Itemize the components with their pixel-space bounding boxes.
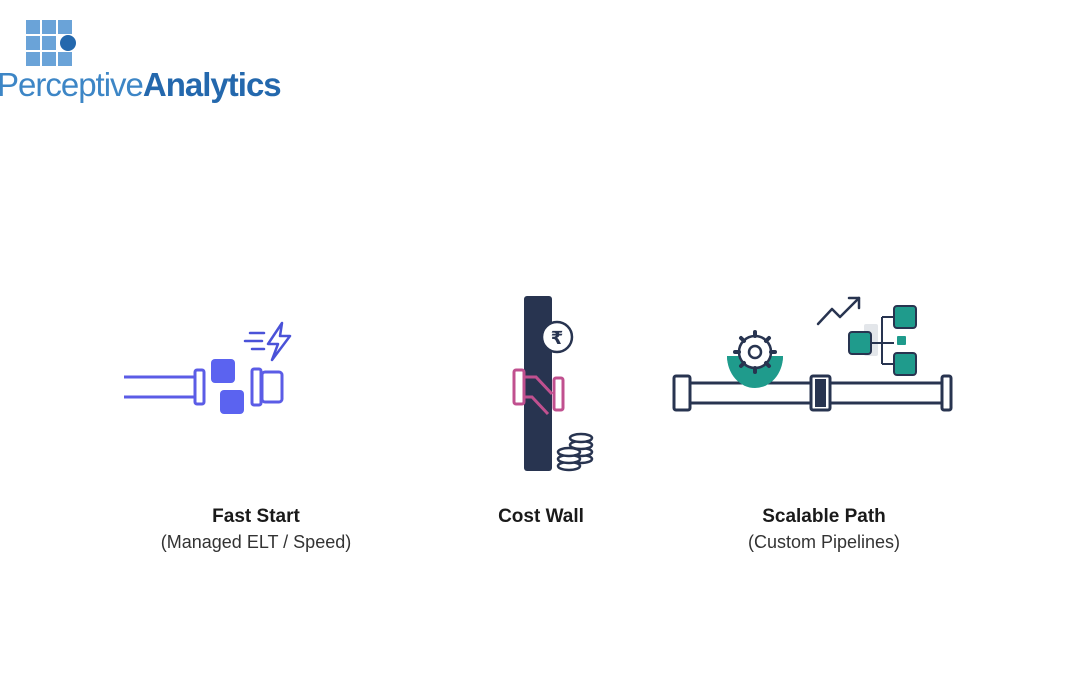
lightning-icon [243,321,292,362]
rupee-symbol: ₹ [551,328,564,349]
stage-cost-wall: Cost Wall [381,504,701,530]
pipe-bend [512,368,565,416]
logo-text-bold: Analytics [142,66,282,103]
pipe-segment-left [124,368,206,406]
brand-logo: PerceptiveAnalytics [0,14,282,114]
stage-scalable-path: Scalable Path (Custom Pipelines) [664,504,984,554]
logo-wordmark: PerceptiveAnalytics [0,66,282,104]
trend-arrow-icon [816,296,861,326]
stage-fast-start: Fast Start (Managed ELT / Speed) [96,504,416,554]
stage-title-cost-wall: Cost Wall [498,506,584,527]
coin-stack-icon [556,432,594,472]
stage-subtitle-fast-start: (Managed ELT / Speed) [160,532,352,552]
rupee-badge-icon: ₹ [540,320,574,354]
stage-subtitle-scalable-path: (Custom Pipelines) [747,532,901,552]
logo-grid-icon [26,20,76,66]
logo-text-light: Perceptive [0,66,144,103]
stage-title-scalable-path: Scalable Path [762,506,886,527]
pipe-segment-fast [250,367,514,407]
stage-title-fast-start: Fast Start [212,506,300,527]
hierarchy-icon [848,305,917,376]
gear-icon [727,330,783,388]
pipe-segment-scalable [563,374,953,412]
connector-squares-icon [211,359,244,414]
cost-wall [524,296,552,471]
